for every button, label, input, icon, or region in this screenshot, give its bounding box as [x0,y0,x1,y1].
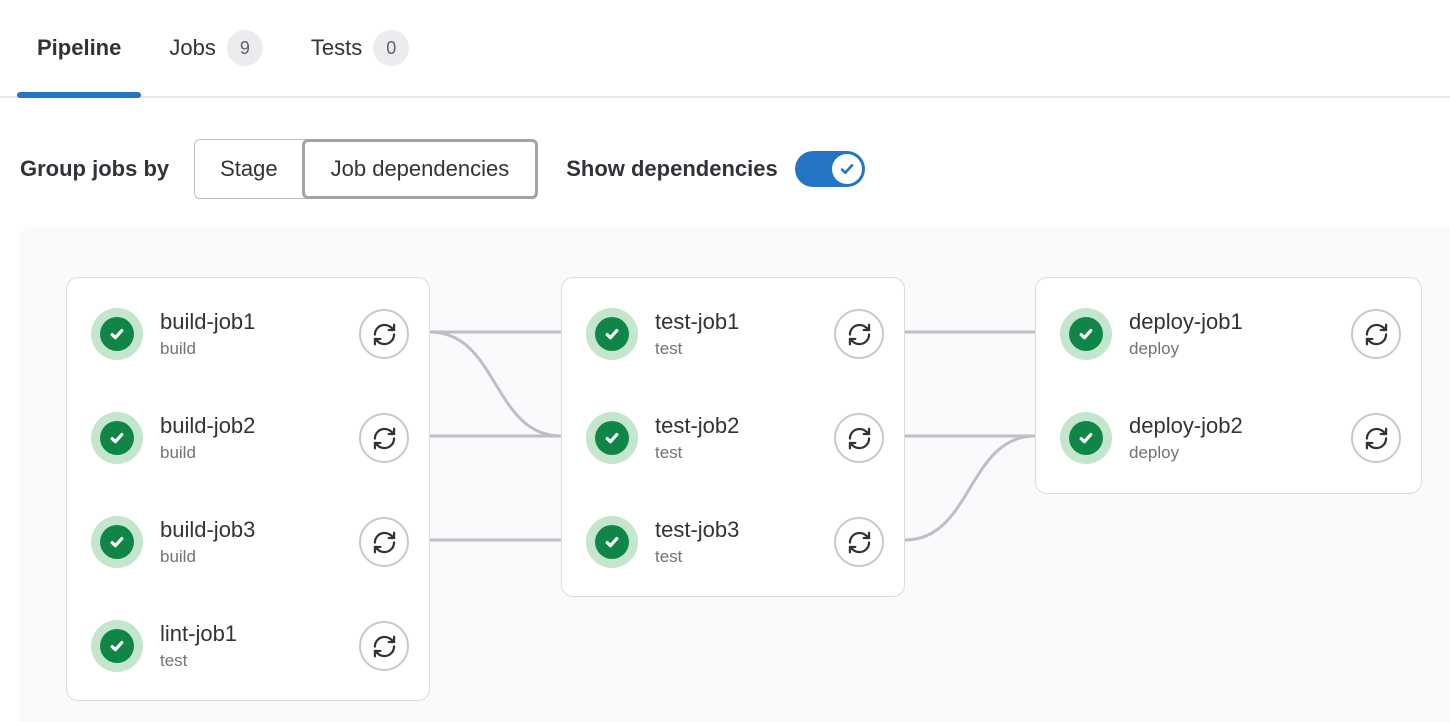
job-stage-label: build [160,338,196,358]
tab-label: Tests [310,35,363,60]
status-success-check-icon [595,421,629,455]
retry-icon [371,633,398,660]
status-success-check-icon [595,525,629,559]
status-success-check-icon [1069,317,1103,351]
show-dependencies-toggle[interactable] [794,151,865,187]
job-name-link[interactable]: test-job3 [655,517,740,543]
job-stage-label: build [160,442,196,462]
job-text: build-job2 build [160,412,359,464]
pipeline-graph-panel: build-job1 build build-job2 [20,228,1450,722]
job-stage-label: build [160,546,196,566]
job-row: lint-job1 test [67,594,429,698]
retry-job-button[interactable] [834,517,884,567]
job-row: deploy-job1 deploy [1036,282,1421,386]
tab-count-badge: 0 [373,30,410,66]
job-name-link[interactable]: build-job2 [160,413,256,439]
retry-icon [846,529,873,556]
dependency-line [904,434,1036,542]
job-row: build-job1 build [67,282,429,386]
retry-icon [846,425,873,452]
status-success-icon[interactable] [586,412,638,464]
job-row: test-job3 test [562,490,904,594]
toggle-knob [831,154,862,184]
status-success-icon[interactable] [586,308,638,360]
show-dependencies-label: Show dependencies [566,156,778,181]
tab-label: Pipeline [37,35,122,60]
job-name-link[interactable]: lint-job1 [160,621,238,647]
retry-job-button[interactable] [1351,309,1401,359]
status-success-icon[interactable] [91,620,143,672]
retry-job-button[interactable] [359,413,409,463]
status-success-icon[interactable] [586,516,638,568]
job-stage-label: deploy [1129,442,1180,462]
job-row: build-job2 build [67,386,429,490]
job-name-link[interactable]: test-job2 [655,413,740,439]
job-name-link[interactable]: deploy-job2 [1129,413,1243,439]
status-success-icon[interactable] [1060,412,1112,464]
job-name-link[interactable]: deploy-job1 [1129,309,1243,335]
job-name-link[interactable]: build-job1 [160,309,256,335]
job-group-card: test-job1 test test-job2 t [561,277,905,597]
group-by-job-dependencies-button[interactable]: Job dependencies [301,139,539,199]
tab-tests[interactable]: Tests 0 [291,0,429,96]
dependency-lines [429,330,1036,542]
status-success-check-icon [100,421,134,455]
job-group-card: deploy-job1 deploy deploy-job2 [1035,277,1422,494]
job-text: deploy-job1 deploy [1129,308,1351,360]
job-row: build-job3 build [67,490,429,594]
retry-job-button[interactable] [359,517,409,567]
tab-jobs[interactable]: Jobs 9 [149,0,283,96]
job-name-link[interactable]: test-job1 [655,309,740,335]
status-success-check-icon [1069,421,1103,455]
tab-pipeline[interactable]: Pipeline [17,0,142,98]
job-text: lint-job1 test [160,620,359,672]
job-name-link[interactable]: build-job3 [160,517,256,543]
job-text: deploy-job2 deploy [1129,412,1351,464]
retry-icon [371,529,398,556]
retry-job-button[interactable] [1351,413,1401,463]
job-text: build-job1 build [160,308,359,360]
status-success-check-icon [595,317,629,351]
job-stage-label: test [160,650,188,670]
job-stage-label: test [655,546,683,566]
group-jobs-by-label: Group jobs by [20,156,170,181]
tab-count-badge: 9 [226,30,263,66]
check-icon [838,160,856,178]
job-row: test-job1 test [562,282,904,386]
status-success-icon[interactable] [91,412,143,464]
status-success-check-icon [100,629,134,663]
retry-job-button[interactable] [834,309,884,359]
retry-icon [371,425,398,452]
pipeline-tab-bar: Pipeline Jobs 9 Tests 0 [0,0,1450,98]
job-stage-label: test [655,442,683,462]
retry-icon [1363,425,1390,452]
job-stage-label: test [655,338,683,358]
job-text: test-job2 test [655,412,834,464]
job-stage-label: deploy [1129,338,1180,358]
job-text: test-job1 test [655,308,834,360]
job-row: test-job2 test [562,386,904,490]
group-by-stage-button[interactable]: Stage [195,140,303,198]
job-text: build-job3 build [160,516,359,568]
group-by-segmented-control: Stage Job dependencies [194,139,539,199]
status-success-icon[interactable] [91,516,143,568]
tab-label: Jobs [169,35,216,60]
status-success-check-icon [100,525,134,559]
retry-job-button[interactable] [834,413,884,463]
job-text: test-job3 test [655,516,834,568]
retry-icon [371,321,398,348]
graph-controls: Group jobs by Stage Job dependencies Sho… [20,138,1450,200]
job-row: deploy-job2 deploy [1036,386,1421,490]
job-group-card: build-job1 build build-job2 [66,277,430,701]
status-success-check-icon [100,317,134,351]
retry-job-button[interactable] [359,621,409,671]
retry-icon [846,321,873,348]
dependency-line [429,330,562,438]
retry-icon [1363,321,1390,348]
status-success-icon[interactable] [1060,308,1112,360]
status-success-icon[interactable] [91,308,143,360]
retry-job-button[interactable] [359,309,409,359]
